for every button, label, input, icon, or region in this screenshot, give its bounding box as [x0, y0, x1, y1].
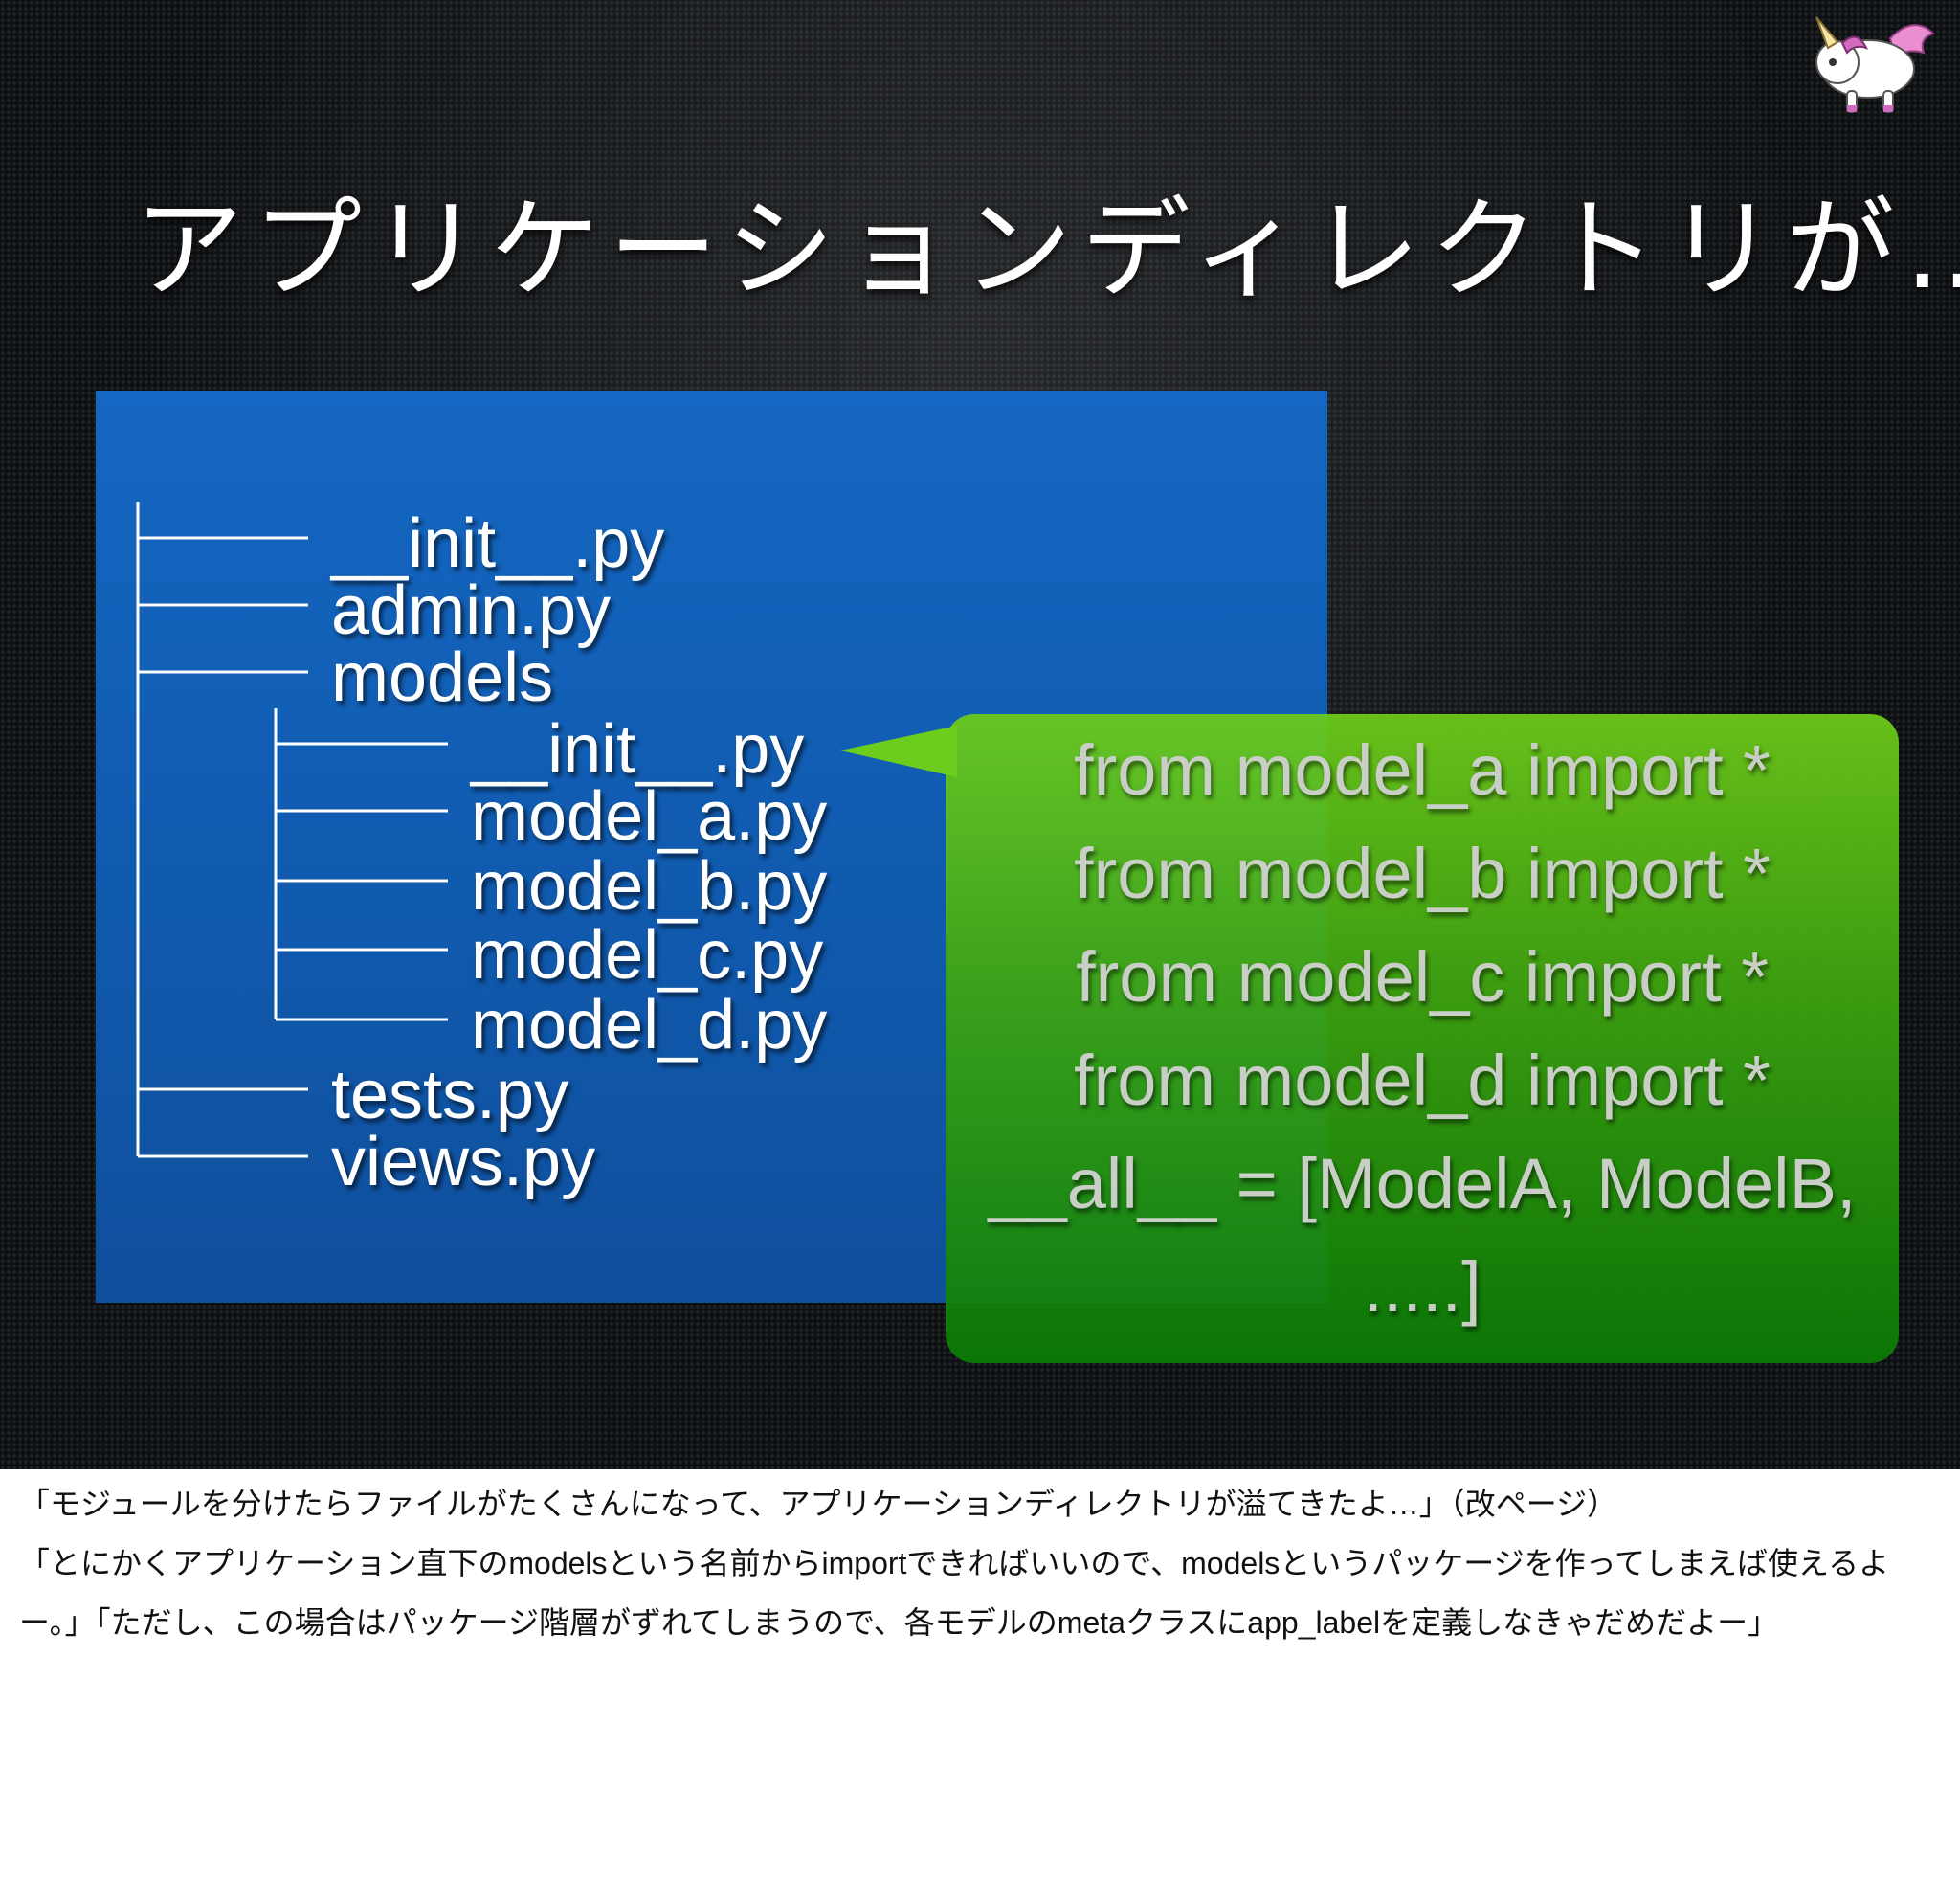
code-line-all: __all__ = [ModelA, ModelB, — [988, 1144, 1857, 1223]
notes-line-2: 「とにかくアプリケーション直下のmodelsという名前からimportできればい… — [19, 1546, 1890, 1640]
tree-item-models-init: __init__.py — [471, 711, 805, 788]
slide: アプリケーションディレクトリが… __init__.py admin.py mo… — [0, 0, 1960, 1469]
tree-item-model-d: model_d.py — [471, 987, 828, 1063]
code-speech-bubble — [946, 714, 1899, 1363]
tree-item-models: models — [331, 639, 554, 716]
slide-title: アプリケーションディレクトリが… — [134, 186, 1960, 313]
code-line-import-d: from model_d import * — [1074, 1041, 1771, 1120]
code-line-all-end: .....] — [1363, 1247, 1481, 1327]
tree-item-model-a: model_a.py — [471, 778, 828, 855]
code-line-import-a: from model_a import * — [1074, 730, 1771, 810]
tree-item-views: views.py — [331, 1124, 596, 1200]
tree-item-init: __init__.py — [331, 505, 665, 582]
code-line-import-b: from model_b import * — [1074, 834, 1771, 913]
tree-item-model-b: model_b.py — [471, 848, 828, 925]
tree-item-admin: admin.py — [331, 572, 612, 649]
notes-line-1: 「モジュールを分けたらファイルがたくさんになって、アプリケーションディレクトリが… — [19, 1487, 1618, 1521]
unicorn-icon — [1815, 16, 1935, 113]
tree-item-model-c: model_c.py — [471, 917, 824, 994]
tree-item-tests: tests.py — [331, 1057, 569, 1133]
code-line-import-c: from model_c import * — [1076, 937, 1769, 1017]
speaker-notes: 「モジュールを分けたらファイルがたくさんになって、アプリケーションディレクトリが… — [19, 1474, 1943, 1652]
